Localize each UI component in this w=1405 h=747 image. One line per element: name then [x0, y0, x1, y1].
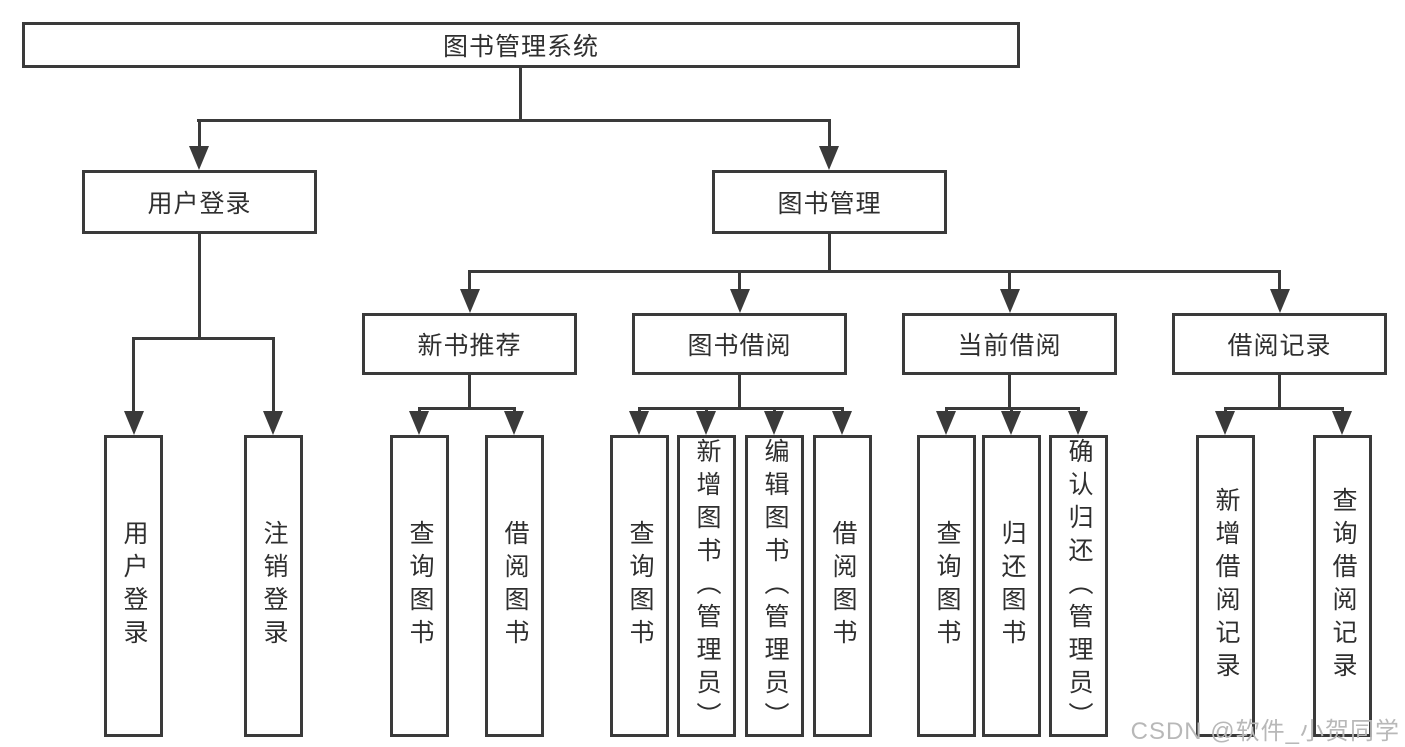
leaf-borrow-query: 查询图书 — [610, 435, 669, 737]
arrow-down-icon — [263, 411, 283, 435]
connector-root-to-book-mgmt — [828, 119, 831, 150]
arrow-down-icon — [1270, 289, 1290, 313]
node-user-login-label: 用户登录 — [147, 190, 252, 218]
node-new-books-label: 新书推荐 — [417, 332, 522, 360]
leaf-current-query: 查询图书 — [917, 435, 976, 737]
connector-user-login-child1 — [132, 337, 135, 415]
connector-root-bus — [197, 119, 831, 122]
arrow-down-icon — [124, 411, 144, 435]
arrow-down-icon — [819, 146, 839, 170]
node-current-borrow: 当前借阅 — [902, 313, 1117, 375]
node-library-system-label: 图书管理系统 — [442, 33, 599, 61]
leaf-borrow-book: 借阅图书 — [813, 435, 872, 737]
leaf-add-borrow-record-label: 新增借阅记录 — [1212, 487, 1240, 685]
leaf-current-query-label: 查询图书 — [933, 520, 961, 652]
node-book-mgmt: 图书管理 — [712, 170, 947, 234]
connector-to-book-borrow — [738, 270, 741, 293]
connector-to-current-borrow — [1008, 270, 1011, 293]
leaf-user-login: 用户登录 — [104, 435, 163, 737]
node-book-borrow: 图书借阅 — [632, 313, 847, 375]
connector-to-borrow-records — [1278, 270, 1281, 293]
arrow-down-icon — [629, 411, 649, 435]
connector-new-books-stem — [468, 375, 471, 410]
leaf-borrow-query-label: 查询图书 — [626, 520, 654, 652]
arrow-down-icon — [1001, 411, 1021, 435]
node-library-system: 图书管理系统 — [22, 22, 1020, 68]
leaf-confirm-return-admin: 确认归还（管理员） — [1049, 435, 1108, 737]
leaf-edit-book-admin-label: 编辑图书（管理员） — [761, 438, 789, 735]
leaf-add-book-admin-label: 新增图书（管理员） — [693, 438, 721, 735]
node-book-borrow-label: 图书借阅 — [687, 332, 792, 360]
connector-to-new-books — [468, 270, 471, 293]
leaf-new-books-query: 查询图书 — [390, 435, 449, 737]
node-new-books: 新书推荐 — [362, 313, 577, 375]
leaf-borrow-book-label: 借阅图书 — [829, 520, 857, 652]
connector-new-books-bus — [418, 407, 516, 410]
leaf-confirm-return-admin-label: 确认归还（管理员） — [1065, 438, 1093, 735]
connector-root-stem — [519, 68, 522, 122]
connector-user-login-child2 — [272, 337, 275, 415]
leaf-query-borrow-record-label: 查询借阅记录 — [1329, 487, 1357, 685]
node-borrow-records: 借阅记录 — [1172, 313, 1387, 375]
leaf-user-login-label: 用户登录 — [120, 520, 148, 652]
arrow-down-icon — [409, 411, 429, 435]
leaf-query-borrow-record: 查询借阅记录 — [1313, 435, 1372, 737]
arrow-down-icon — [832, 411, 852, 435]
connector-book-mgmt-stem — [828, 234, 831, 273]
leaf-return-book: 归还图书 — [982, 435, 1041, 737]
arrow-down-icon — [460, 289, 480, 313]
leaf-logout: 注销登录 — [244, 435, 303, 737]
connector-root-to-user-login — [198, 119, 201, 150]
node-book-mgmt-label: 图书管理 — [777, 190, 882, 218]
connector-book-borrow-bus — [638, 407, 844, 410]
arrow-down-icon — [936, 411, 956, 435]
leaf-add-borrow-record: 新增借阅记录 — [1196, 435, 1255, 737]
arrow-down-icon — [1000, 289, 1020, 313]
leaf-new-books-query-label: 查询图书 — [406, 520, 434, 652]
arrow-down-icon — [696, 411, 716, 435]
node-current-borrow-label: 当前借阅 — [957, 332, 1062, 360]
leaf-new-books-borrow-label: 借阅图书 — [501, 520, 529, 652]
leaf-add-book-admin: 新增图书（管理员） — [677, 435, 736, 737]
arrow-down-icon — [730, 289, 750, 313]
connector-borrow-records-stem — [1278, 375, 1281, 410]
connector-current-borrow-stem — [1008, 375, 1011, 410]
connector-book-borrow-stem — [738, 375, 741, 410]
connector-user-login-bus — [132, 337, 275, 340]
leaf-return-book-label: 归还图书 — [998, 520, 1026, 652]
connector-user-login-stem — [198, 234, 201, 340]
arrow-down-icon — [1332, 411, 1352, 435]
connector-borrow-records-bus — [1224, 407, 1344, 410]
arrow-down-icon — [504, 411, 524, 435]
connector-book-mgmt-bus — [468, 270, 1281, 273]
watermark: CSDN @软件_小贺同学 — [1130, 718, 1400, 745]
leaf-edit-book-admin: 编辑图书（管理员） — [745, 435, 804, 737]
node-borrow-records-label: 借阅记录 — [1227, 332, 1332, 360]
leaf-new-books-borrow: 借阅图书 — [485, 435, 544, 737]
leaf-logout-label: 注销登录 — [260, 520, 288, 652]
arrow-down-icon — [764, 411, 784, 435]
arrow-down-icon — [1215, 411, 1235, 435]
node-user-login: 用户登录 — [82, 170, 317, 234]
arrow-down-icon — [1068, 411, 1088, 435]
arrow-down-icon — [189, 146, 209, 170]
